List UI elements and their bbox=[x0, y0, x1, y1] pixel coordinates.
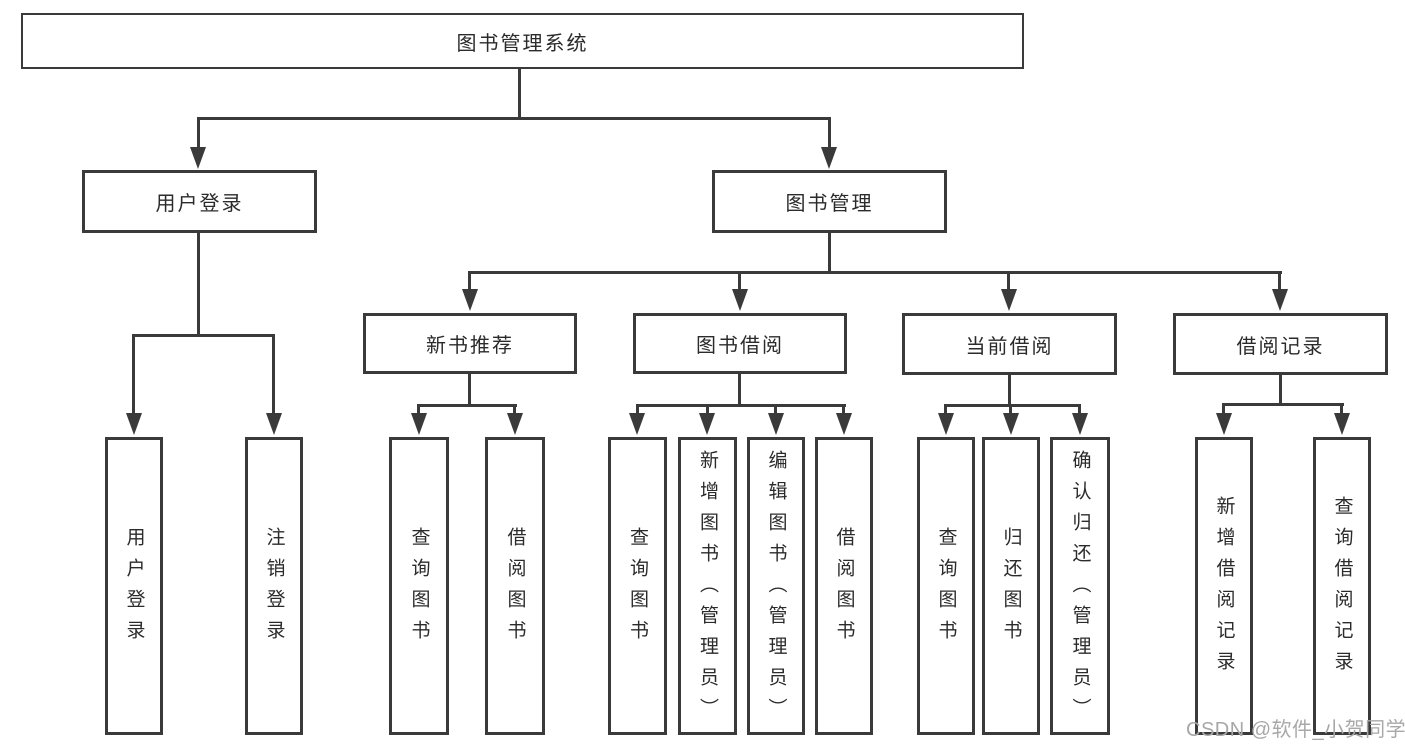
arrowhead-down-icon bbox=[1216, 413, 1232, 435]
connector-borrow-drop bbox=[636, 404, 639, 416]
connector-newbook-drop bbox=[417, 404, 420, 416]
connector-borrow-drop bbox=[842, 404, 845, 416]
connector-current-drop bbox=[944, 404, 947, 416]
connector-records-drop bbox=[1222, 403, 1225, 415]
arrowhead-down-icon bbox=[768, 413, 784, 435]
connector-bookmgmt-drop bbox=[1007, 271, 1010, 291]
connector-borrow-stem bbox=[738, 374, 741, 407]
connector-bookmgmt-drop bbox=[1278, 271, 1281, 291]
connector-userlogin-drop bbox=[272, 334, 275, 414]
leaf-query-borrow-record: 查询借阅记录 bbox=[1313, 437, 1371, 735]
arrowhead-down-icon bbox=[1072, 413, 1088, 435]
arrowhead-down-icon bbox=[699, 413, 715, 435]
node-borrow-records: 借阅记录 bbox=[1173, 313, 1388, 375]
leaf-logout: 注销登录 bbox=[245, 437, 303, 735]
arrowhead-down-icon bbox=[507, 413, 523, 435]
arrowhead-down-icon bbox=[1272, 289, 1288, 311]
watermark: CSDN @软件_小贺同学 bbox=[1186, 719, 1405, 741]
leaf-borrow-books: 借阅图书 bbox=[485, 437, 545, 735]
connector-bookmgmt-stem bbox=[828, 233, 831, 274]
connector-userlogin-stem bbox=[197, 233, 200, 337]
arrowhead-down-icon bbox=[821, 147, 837, 169]
connector-newbook-bar bbox=[417, 404, 517, 407]
leaf-edit-book-admin: 编辑图书（管理员） bbox=[747, 437, 805, 735]
connector-userlogin-bar bbox=[132, 334, 275, 337]
arrowhead-down-icon bbox=[836, 413, 852, 435]
arrowhead-down-icon bbox=[629, 413, 645, 435]
leaf-query-books: 查询图书 bbox=[389, 437, 449, 735]
connector-current-drop bbox=[1009, 404, 1012, 416]
connector-bookmgmt-drop bbox=[738, 271, 741, 291]
connector-current-drop bbox=[1078, 404, 1081, 416]
connector-root-stem bbox=[518, 69, 521, 120]
leaf-borrow-books-2: 借阅图书 bbox=[815, 437, 873, 735]
arrowhead-down-icon bbox=[732, 289, 748, 311]
leaf-add-book-admin: 新增图书（管理员） bbox=[678, 437, 737, 735]
connector-root-left-drop bbox=[197, 117, 200, 149]
connector-records-drop bbox=[1340, 403, 1343, 415]
connector-records-bar bbox=[1222, 403, 1344, 406]
leaf-query-books-2: 查询图书 bbox=[608, 437, 667, 735]
node-new-book-recommend: 新书推荐 bbox=[363, 313, 577, 374]
arrowhead-down-icon bbox=[1334, 413, 1350, 435]
node-book-borrow: 图书借阅 bbox=[633, 313, 847, 374]
arrowhead-down-icon bbox=[190, 147, 206, 169]
arrowhead-down-icon bbox=[462, 289, 478, 311]
node-current-borrow: 当前借阅 bbox=[902, 313, 1117, 375]
leaf-user-login: 用户登录 bbox=[105, 437, 163, 735]
connector-newbook-stem bbox=[468, 374, 471, 407]
arrowhead-down-icon bbox=[1003, 413, 1019, 435]
arrowhead-down-icon bbox=[411, 413, 427, 435]
connector-borrow-drop bbox=[706, 404, 709, 416]
connector-userlogin-drop bbox=[132, 334, 135, 414]
connector-bookmgmt-bar bbox=[468, 271, 1282, 274]
connector-bookmgmt-drop bbox=[468, 271, 471, 291]
connector-newbook-drop bbox=[513, 404, 516, 416]
arrowhead-down-icon bbox=[266, 413, 282, 435]
arrowhead-down-icon bbox=[126, 413, 142, 435]
connector-current-bar bbox=[944, 404, 1081, 407]
leaf-add-borrow-record: 新增借阅记录 bbox=[1195, 437, 1253, 735]
connector-current-stem bbox=[1008, 375, 1011, 407]
leaf-return-books: 归还图书 bbox=[982, 437, 1040, 735]
node-root: 图书管理系统 bbox=[21, 13, 1024, 69]
connector-borrow-drop bbox=[774, 404, 777, 416]
node-book-management: 图书管理 bbox=[712, 170, 947, 233]
connector-root-bar bbox=[197, 117, 831, 120]
arrowhead-down-icon bbox=[938, 413, 954, 435]
arrowhead-down-icon bbox=[1001, 289, 1017, 311]
connector-records-stem bbox=[1279, 375, 1282, 406]
leaf-query-books-3: 查询图书 bbox=[917, 437, 975, 735]
leaf-confirm-return-admin: 确认归还（管理员） bbox=[1050, 437, 1110, 735]
connector-root-right-drop bbox=[828, 117, 831, 149]
node-user-login: 用户登录 bbox=[82, 170, 317, 233]
connector-borrow-bar bbox=[636, 404, 846, 407]
